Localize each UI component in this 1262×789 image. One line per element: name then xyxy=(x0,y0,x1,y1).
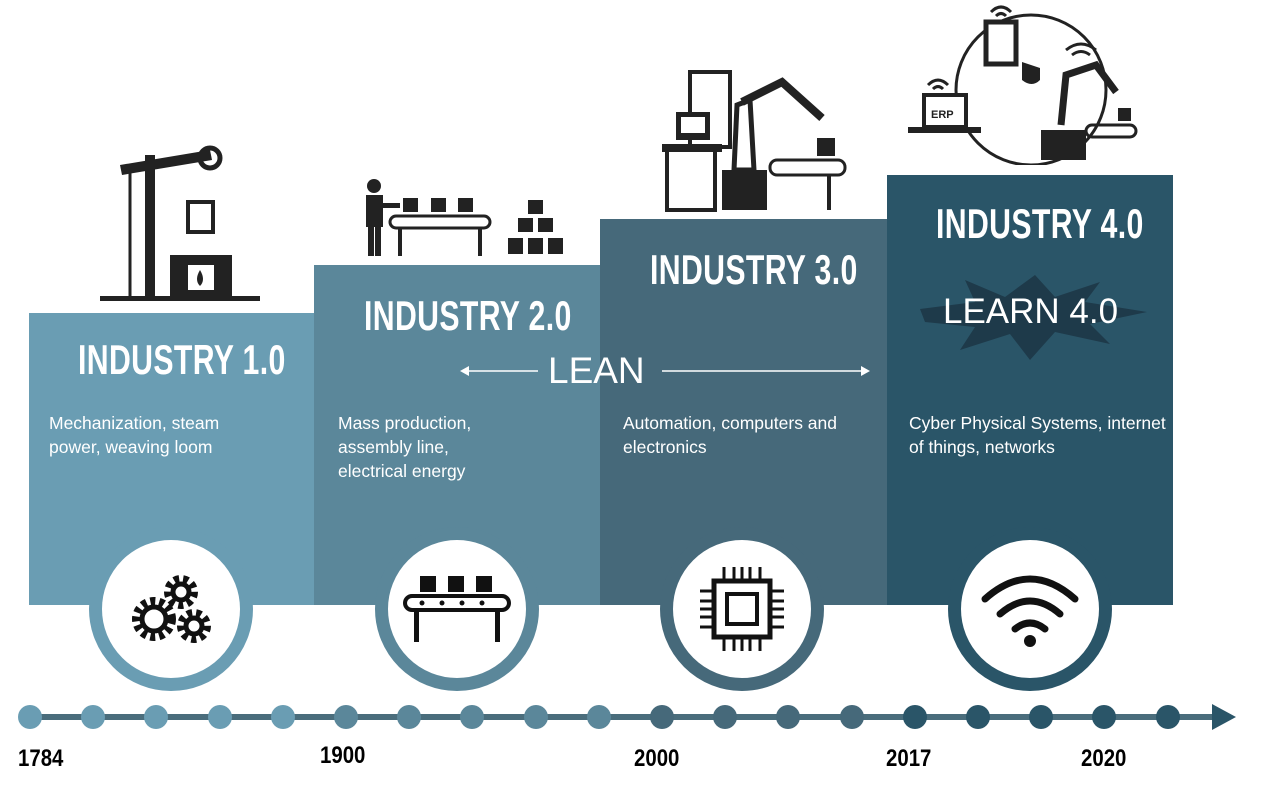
circle-industry-2 xyxy=(375,527,539,691)
timeline-dot xyxy=(334,705,358,729)
timeline-arrow-icon xyxy=(1212,704,1236,730)
year-label: 2017 xyxy=(886,745,932,772)
year-label: 2000 xyxy=(634,745,680,772)
year-label: 1784 xyxy=(18,745,64,772)
worker-assembly-line-icon xyxy=(366,179,563,256)
year-label: 1900 xyxy=(320,742,366,769)
desc-industry-3: Automation, computers and electronics xyxy=(623,413,838,457)
learn-label: LEARN 4.0 xyxy=(943,292,1119,331)
lean-label: LEAN xyxy=(548,350,645,391)
gears-icon xyxy=(132,575,211,643)
timeline-dot xyxy=(650,705,674,729)
timeline-dot xyxy=(144,705,169,729)
timeline-dot xyxy=(397,705,422,729)
circle-industry-4 xyxy=(948,527,1112,691)
desc-industry-1: Mechanization, steam power, weaving loom xyxy=(49,413,220,457)
lean-arrow-left xyxy=(460,366,538,376)
year-label: 2020 xyxy=(1081,745,1127,772)
robot-arm-computer-icon xyxy=(662,70,847,212)
timeline-dot xyxy=(902,705,927,729)
chip-icon xyxy=(700,567,784,651)
timeline-dot xyxy=(776,705,801,729)
timeline-dot xyxy=(713,705,738,729)
timeline-dot xyxy=(1092,705,1117,729)
timeline-dot xyxy=(966,705,990,729)
timeline-dot xyxy=(460,705,485,729)
timeline-dot xyxy=(523,705,548,729)
timeline-line xyxy=(30,714,1220,720)
circle-industry-1 xyxy=(89,527,253,691)
starburst-icon xyxy=(920,275,1147,360)
timeline-dot xyxy=(81,705,106,729)
desc-industry-2: Mass production, assembly line, electric… xyxy=(338,413,472,481)
timeline-dot xyxy=(1155,705,1180,729)
lean-arrow-right xyxy=(662,366,870,376)
timeline-dot xyxy=(1029,705,1054,729)
timeline-dot xyxy=(839,705,864,729)
erp-label: ERP xyxy=(931,109,954,121)
title-industry-1: INDUSTRY 1.0 xyxy=(78,336,286,383)
connected-factory-icon: ERP xyxy=(908,5,1138,165)
title-industry-2: INDUSTRY 2.0 xyxy=(364,292,572,339)
timeline-dot xyxy=(18,705,42,729)
timeline-dot xyxy=(586,705,611,729)
timeline-dot xyxy=(207,705,232,729)
desc-industry-4: Cyber Physical Systems, internet of thin… xyxy=(909,413,1166,457)
conveyor-icon xyxy=(403,576,511,642)
steam-pump-icon xyxy=(100,145,260,301)
circle-industry-3 xyxy=(660,527,824,691)
title-industry-3: INDUSTRY 3.0 xyxy=(650,246,858,293)
wifi-icon xyxy=(981,575,1079,647)
title-industry-4: INDUSTRY 4.0 xyxy=(936,200,1144,247)
timeline-dot xyxy=(270,705,295,729)
